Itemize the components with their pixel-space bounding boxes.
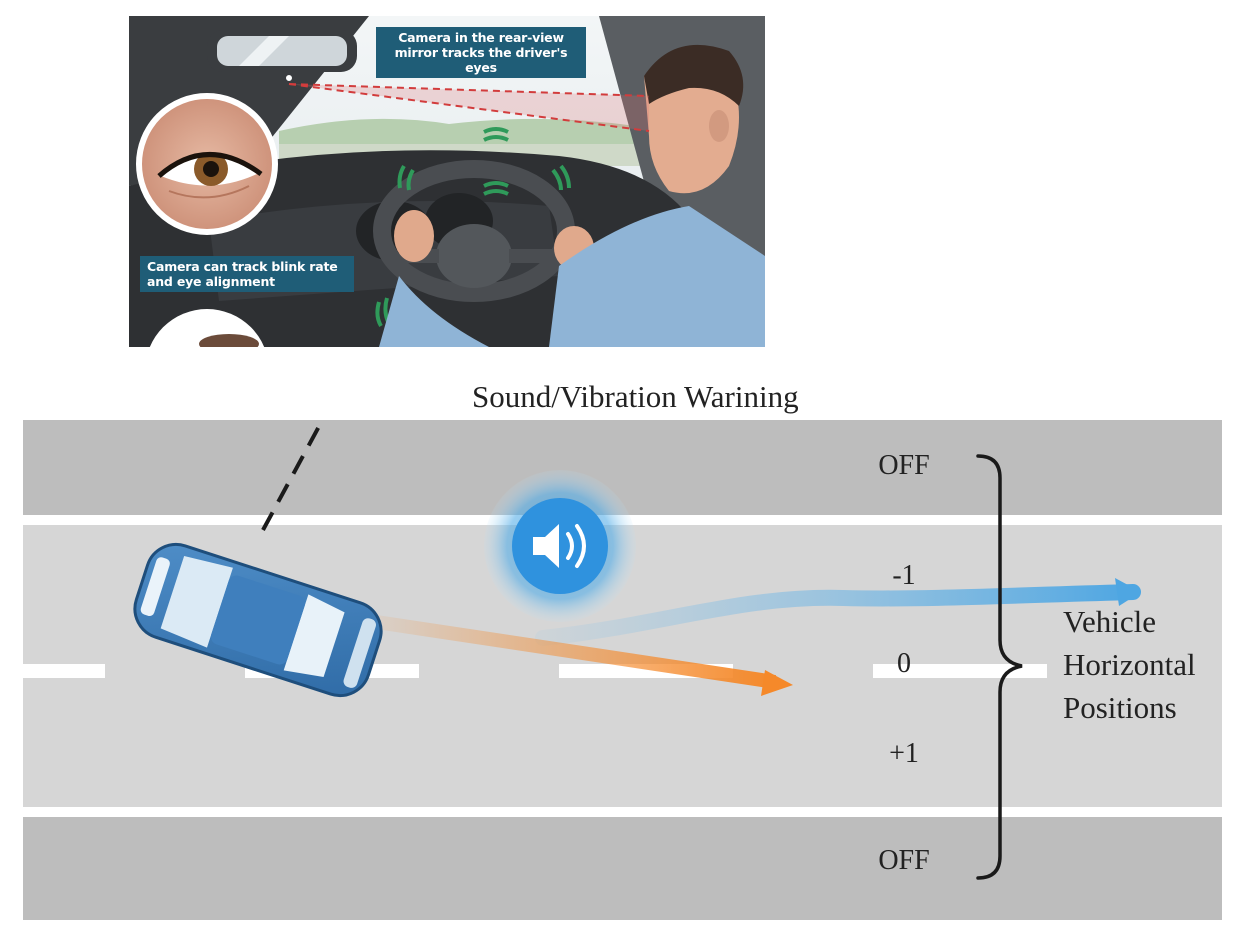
axis-label-line-1: Vehicle [1063,604,1156,639]
lane-edge-bottom [23,807,1222,817]
position-off-top: OFF [878,450,930,481]
eye-icon [136,93,278,235]
warning-label: Sound/Vibration Warining [472,379,799,414]
rear-view-mirror-icon [207,16,357,83]
axis-label-line-3: Positions [1063,690,1177,725]
blink-rate-callout: Camera can track blink rate and eye alig… [140,256,354,292]
position-zero: 0 [897,648,911,679]
axis-label-line-2: Horizontal [1063,647,1196,682]
position-plus-one: +1 [889,738,919,769]
driver-monitoring-illustration: Camera in the rear-view mirror tracks th… [129,16,765,347]
road-diagram [23,420,1222,920]
position-off-bottom: OFF [878,845,930,876]
car-icon [133,542,383,698]
axis-label: Vehicle Horizontal Positions [1063,600,1243,729]
drift-arrow [361,613,777,689]
position-minus-one: -1 [892,560,916,591]
corrected-path-arrow [535,584,1141,646]
brace-icon [976,454,1023,880]
road-shoulder-bottom [23,817,1222,920]
mirror-camera-callout: Camera in the rear-view mirror tracks th… [376,27,586,78]
road-shoulder-top [23,420,1222,515]
speaker-icon [484,470,636,622]
